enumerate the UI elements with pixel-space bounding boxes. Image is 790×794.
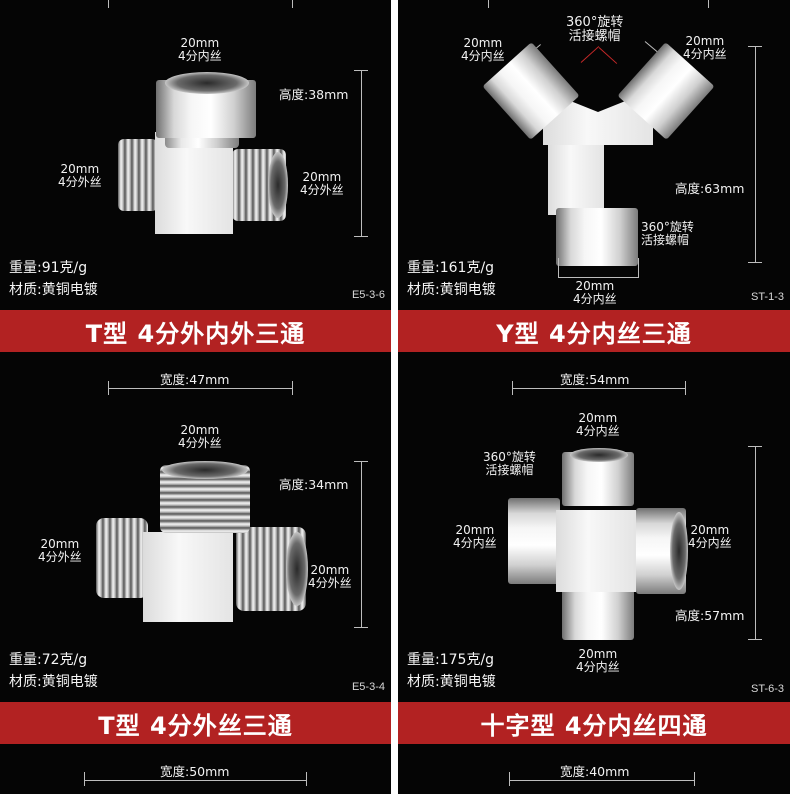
dimension-tick (558, 258, 559, 278)
material: 材质:黄铜电镀 (9, 282, 98, 298)
model-code: ST-1-3 (750, 291, 784, 303)
title-band: T型 4分外内外三通 (0, 310, 391, 352)
swivel-nut-label: 360°旋转活接螺帽 (483, 450, 536, 477)
dimension-tick (748, 639, 762, 640)
height-label: 高度:57mm (675, 608, 745, 623)
dimension-tick (108, 0, 109, 8)
width-dimension-line (84, 780, 307, 781)
dimension-tick (685, 381, 686, 395)
left-male-thread (118, 139, 158, 211)
width-dimension-line (509, 780, 695, 781)
dimension-tick (306, 772, 307, 786)
thread-bore (162, 461, 248, 479)
product-title: 十字型 4分内丝四通 (480, 711, 708, 740)
diameter-line (558, 277, 639, 278)
weight: 重量:91克/g (9, 260, 88, 276)
hex-nut-left (508, 498, 560, 584)
dimension-tick (354, 236, 368, 237)
dimension-tick (488, 0, 489, 8)
height-dimension-line (755, 46, 756, 262)
title-band: 十字型 4分内丝四通 (398, 702, 790, 744)
width-label: 宽度:54mm (560, 372, 630, 387)
width-dimension-line (512, 388, 686, 389)
weight: 重量:72克/g (9, 652, 88, 668)
width-label: 宽度:40mm (560, 764, 630, 779)
nut-bore (165, 72, 249, 94)
model-code: E5-3-4 (351, 681, 385, 693)
swivel-nut-label: 360°旋转活接螺帽 (566, 15, 624, 44)
hex-nut-bottom (562, 588, 634, 640)
dimension-tick (354, 627, 368, 628)
model-code: E5-3-6 (351, 289, 385, 301)
dimension-tick (748, 46, 762, 47)
nut-bore (670, 512, 688, 590)
product-specs: 重量:91克/g 材质:黄铜电镀 (9, 257, 98, 301)
width-label: 宽度:50mm (160, 764, 230, 779)
hex-nut-bottom (556, 208, 638, 266)
dimension-tick (354, 461, 368, 462)
product-specs: 重量:161克/g 材质:黄铜电镀 (407, 257, 496, 301)
width-dimension-line (108, 388, 293, 389)
height-label: 高度:63mm (675, 181, 745, 196)
width-label: 宽度:47mm (160, 372, 230, 387)
product-specs: 重量:175克/g 材质:黄铜电镀 (407, 649, 496, 693)
product-title: T型 4分外内外三通 (85, 319, 306, 348)
product-specs: 重量:72克/g 材质:黄铜电镀 (9, 649, 98, 693)
product-title: Y型 4分内丝三通 (496, 319, 692, 348)
material: 材质:黄铜电镀 (9, 674, 98, 690)
dimension-tick (694, 772, 695, 786)
thread-bore (268, 152, 288, 218)
dimension-tick (108, 381, 109, 395)
material: 材质:黄铜电镀 (407, 674, 496, 690)
swivel-pointer-line (580, 46, 600, 63)
dimension-tick (748, 262, 762, 263)
weight: 重量:175克/g (407, 652, 495, 668)
material: 材质:黄铜电镀 (407, 282, 496, 298)
title-band: Y型 4分内丝三通 (398, 310, 790, 352)
height-dimension-line (361, 461, 362, 628)
weight: 重量:161克/g (407, 260, 495, 276)
height-label: 高度:34mm (279, 477, 349, 492)
dimension-tick (708, 0, 709, 8)
height-label: 高度:38mm (279, 87, 349, 102)
dimension-tick (292, 381, 293, 395)
nut-bore (570, 448, 628, 462)
dimension-tick (638, 258, 639, 278)
fitting-body (143, 532, 233, 622)
swivel-nut-label: 360°旋转活接螺帽 (641, 220, 694, 247)
dimension-tick (354, 70, 368, 71)
fitting-body (556, 510, 636, 592)
title-band: T型 4分外丝三通 (0, 702, 391, 744)
dimension-tick (84, 772, 85, 786)
thread-bore (286, 532, 308, 606)
swivel-pointer-line (598, 47, 618, 64)
dimension-tick (509, 772, 510, 786)
height-dimension-line (755, 446, 756, 639)
left-male-thread (96, 518, 148, 598)
dimension-tick (292, 0, 293, 8)
dimension-tick (748, 446, 762, 447)
height-dimension-line (361, 70, 362, 236)
product-title: T型 4分外丝三通 (98, 711, 293, 740)
model-code: ST-6-3 (750, 683, 784, 695)
dimension-tick (512, 381, 513, 395)
fitting-body (155, 132, 233, 234)
